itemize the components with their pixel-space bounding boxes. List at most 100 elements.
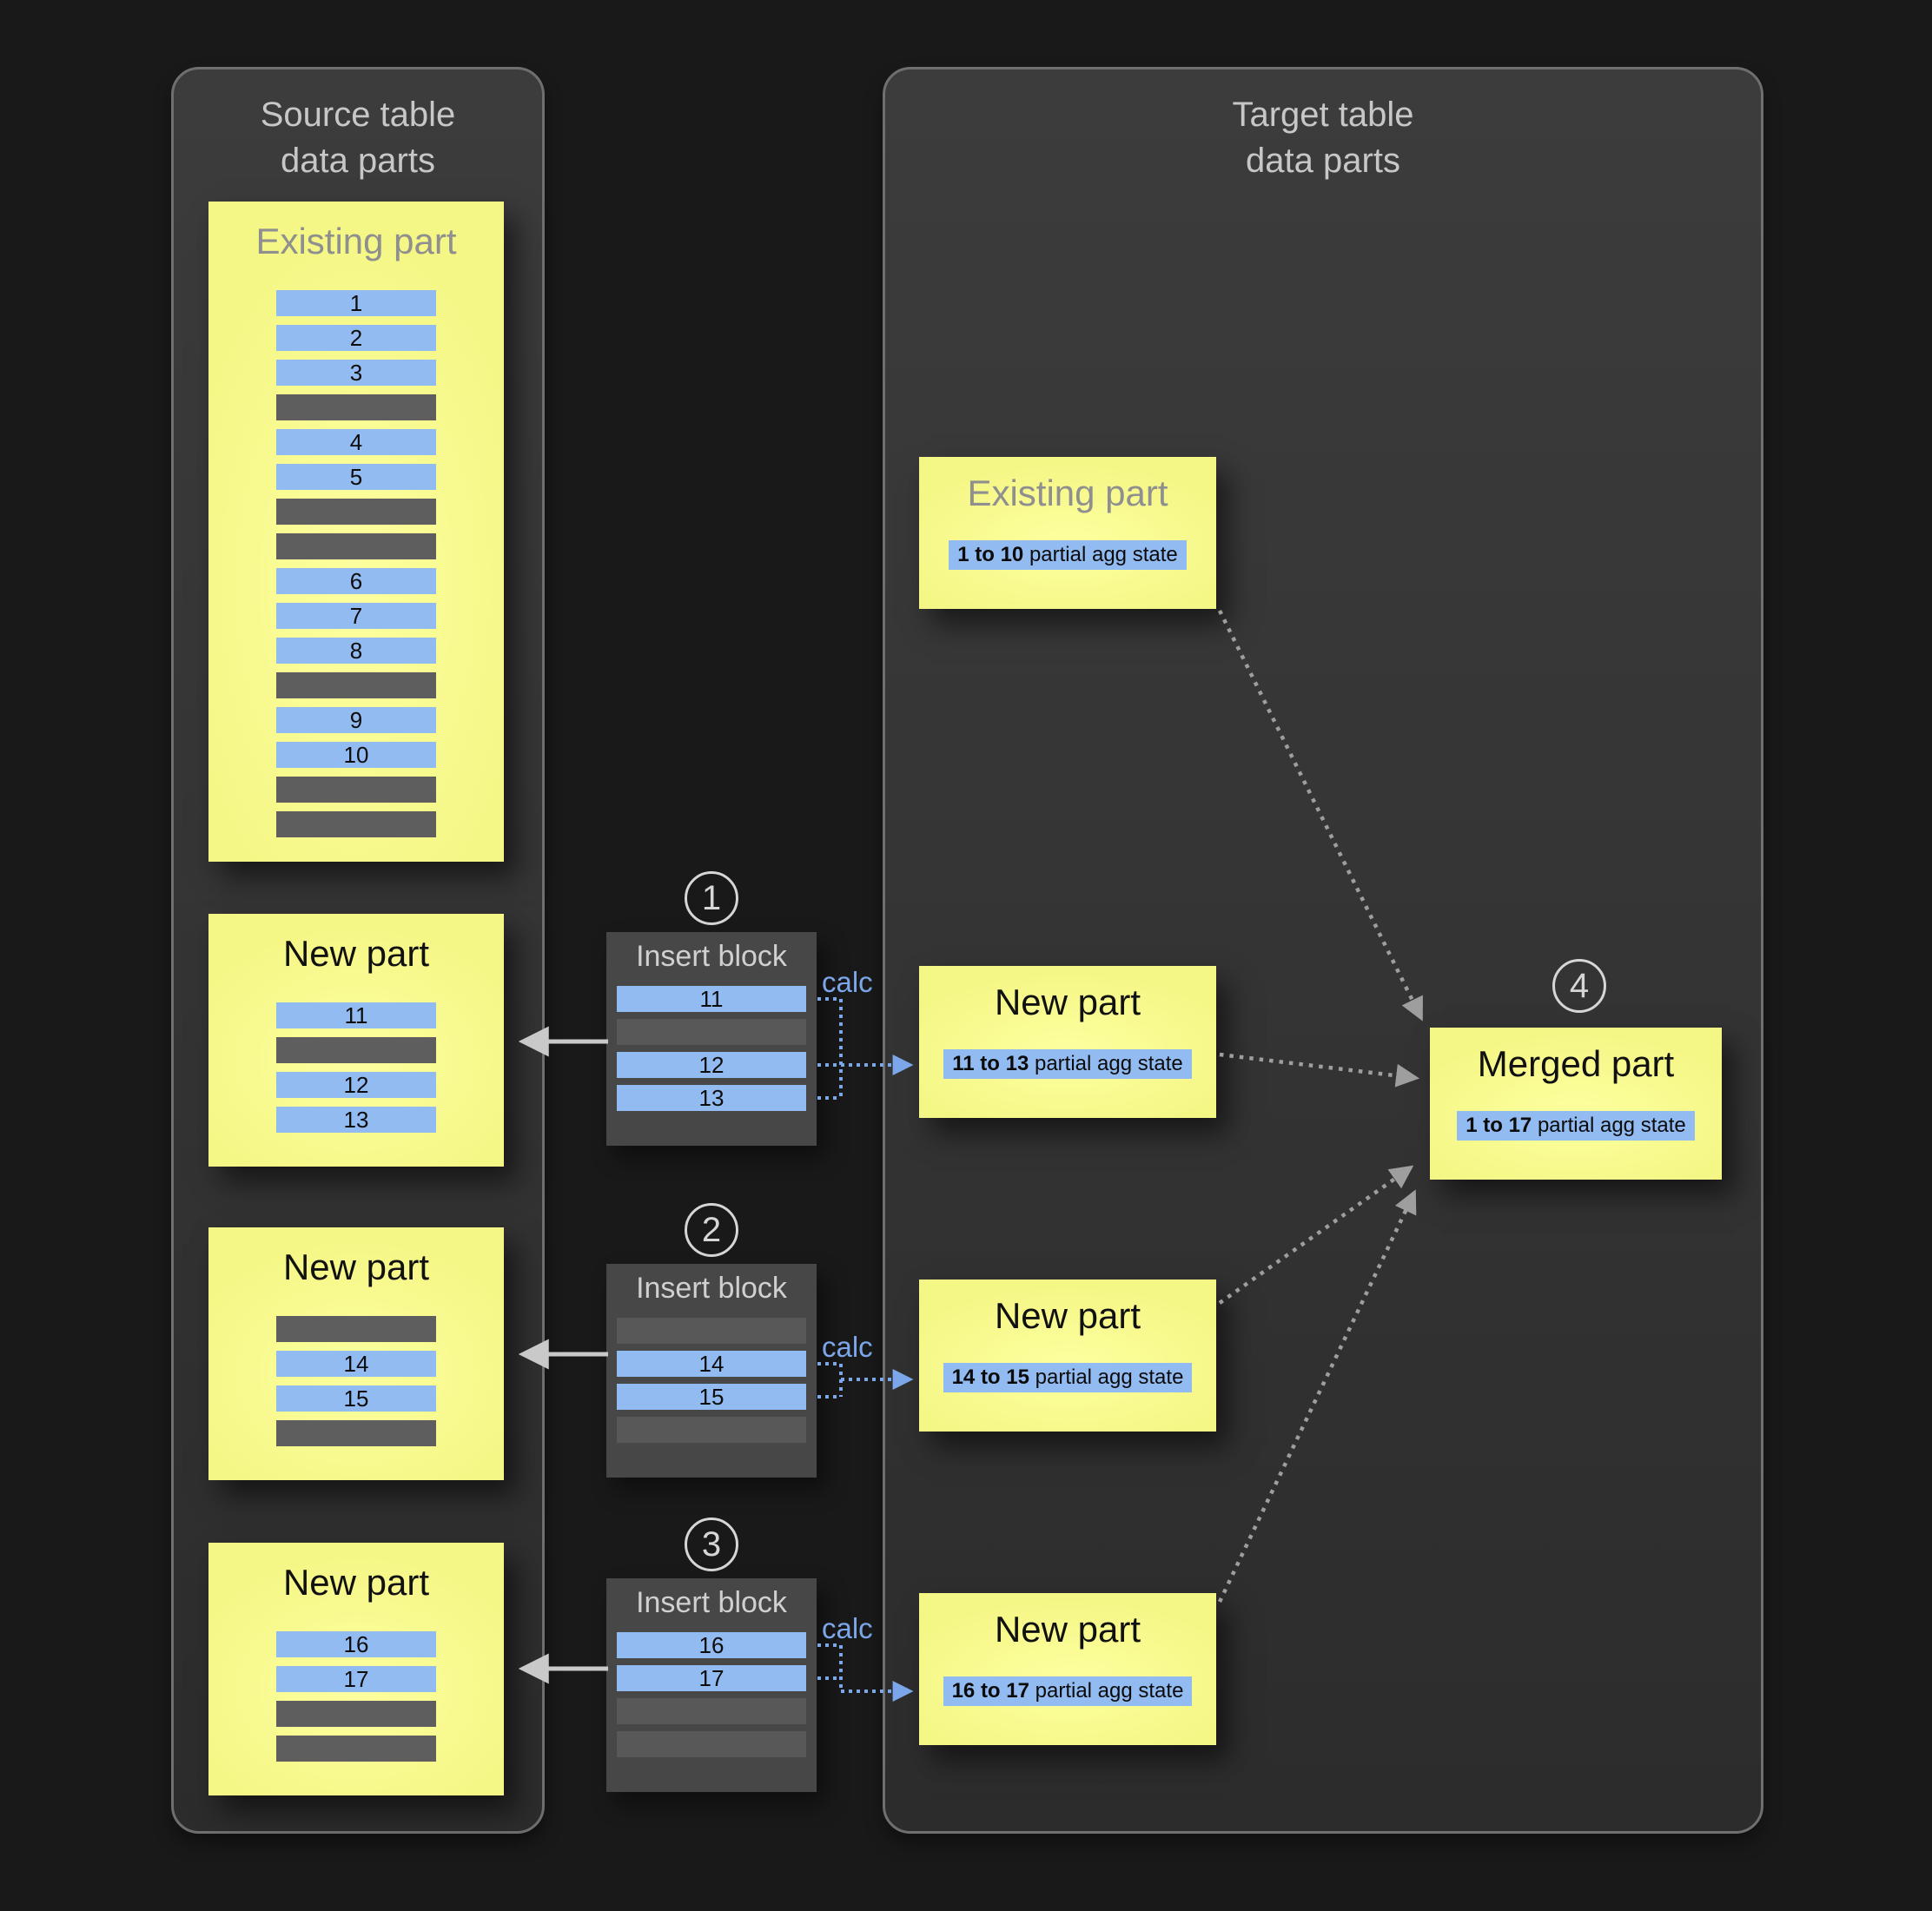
agg-suffix: partial agg state (1023, 543, 1178, 566)
target-panel-title-line2: data parts (1246, 141, 1400, 180)
step-1-badge: 1 (685, 871, 738, 925)
insert-block-2-title: Insert block (636, 1272, 787, 1305)
target-new-part-2: New part 14 to 15 partial agg state (919, 1280, 1216, 1432)
data-row: 9 (276, 707, 436, 733)
source-existing-part-title: Existing part (255, 221, 457, 261)
target-existing-part: Existing part 1 to 10 partial agg state (919, 457, 1216, 609)
target-new-part-3-agg-state: 16 to 17 partial agg state (943, 1676, 1193, 1706)
data-row-unrelated (276, 394, 436, 420)
data-row-unrelated (276, 499, 436, 525)
data-row: 16 (617, 1632, 806, 1658)
target-new-part-1-agg-state: 11 to 13 partial agg state (943, 1049, 1192, 1079)
data-row-unrelated (617, 1019, 806, 1045)
data-row-unrelated (617, 1698, 806, 1724)
target-new-part-2-agg-state: 14 to 15 partial agg state (943, 1363, 1193, 1392)
target-new-part-3-title: New part (994, 1609, 1141, 1650)
insert-block-3-title: Insert block (636, 1586, 787, 1619)
calc-connector-1-bus (817, 997, 843, 1100)
calc-connector-3-bus (817, 1643, 843, 1691)
merged-part: Merged part 1 to 17 partial agg state (1430, 1028, 1722, 1180)
target-new-part-1-title: New part (994, 982, 1141, 1022)
agg-range: 1 to 17 (1466, 1114, 1532, 1137)
data-row: 14 (617, 1351, 806, 1377)
data-row-unrelated (276, 1037, 436, 1063)
data-row: 3 (276, 360, 436, 386)
data-row-unrelated (276, 533, 436, 559)
source-new-part-1-title: New part (282, 933, 430, 974)
data-row: 15 (276, 1385, 436, 1412)
data-row: 17 (276, 1666, 436, 1692)
data-row: 14 (276, 1351, 436, 1377)
target-existing-part-title: Existing part (967, 473, 1168, 513)
data-row: 12 (617, 1052, 806, 1078)
source-new-part-2-title: New part (282, 1246, 430, 1287)
agg-range: 11 to 13 (952, 1052, 1029, 1075)
target-table-panel: Target table data parts (883, 67, 1763, 1834)
data-row: 7 (276, 603, 436, 629)
data-row-unrelated (276, 672, 436, 698)
data-row: 11 (617, 986, 806, 1012)
target-new-part-2-title: New part (994, 1295, 1141, 1336)
step-2-badge: 2 (685, 1203, 738, 1257)
calc-connector-2-bus (817, 1362, 843, 1399)
source-new-part-3-title: New part (282, 1562, 430, 1603)
data-row: 16 (276, 1631, 436, 1657)
step-3-badge: 3 (685, 1518, 738, 1571)
target-panel-title: Target table data parts (885, 92, 1761, 184)
merged-part-title: Merged part (1477, 1043, 1675, 1084)
insert-block-1-title: Insert block (636, 940, 787, 973)
data-row-unrelated (617, 1417, 806, 1443)
target-new-part-3: New part 16 to 17 partial agg state (919, 1593, 1216, 1745)
agg-suffix: partial agg state (1029, 1052, 1183, 1075)
agg-suffix: partial agg state (1029, 1679, 1184, 1703)
data-row: 8 (276, 638, 436, 664)
data-row: 4 (276, 429, 436, 455)
data-row: 5 (276, 464, 436, 490)
data-row-unrelated (276, 811, 436, 837)
data-row: 2 (276, 325, 436, 351)
target-new-part-1: New part 11 to 13 partial agg state (919, 966, 1216, 1118)
data-row-unrelated (617, 1318, 806, 1344)
data-row: 1 (276, 290, 436, 316)
target-existing-part-agg-state: 1 to 10 partial agg state (949, 540, 1187, 570)
merged-part-agg-state: 1 to 17 partial agg state (1457, 1111, 1695, 1141)
agg-suffix: partial agg state (1029, 1365, 1184, 1389)
data-row-unrelated (276, 1736, 436, 1762)
data-row: 17 (617, 1665, 806, 1691)
source-existing-part: Existing part 1 2 3 4 5 6 7 8 9 10 (208, 202, 504, 862)
data-row-unrelated (617, 1731, 806, 1757)
data-row-unrelated (276, 1316, 436, 1342)
data-row: 15 (617, 1384, 806, 1410)
data-row-unrelated (276, 777, 436, 803)
source-existing-part-rows: 1 2 3 4 5 6 7 8 9 10 (276, 290, 436, 837)
agg-suffix: partial agg state (1532, 1114, 1686, 1137)
agg-range: 14 to 15 (951, 1365, 1029, 1389)
calc-label-3: calc (822, 1612, 873, 1644)
calc-label-1: calc (822, 966, 873, 998)
step-4-badge: 4 (1552, 959, 1606, 1013)
data-row: 10 (276, 742, 436, 768)
agg-range: 16 to 17 (951, 1679, 1029, 1703)
source-panel-title-line1: Source table (260, 96, 456, 134)
data-row: 13 (276, 1107, 436, 1133)
source-panel-title: Source table data parts (174, 92, 542, 184)
target-panel-title-line1: Target table (1232, 96, 1414, 134)
agg-range: 1 to 10 (957, 543, 1024, 566)
data-row: 11 (276, 1002, 436, 1028)
data-row-unrelated (276, 1420, 436, 1446)
source-panel-title-line2: data parts (281, 141, 435, 180)
data-row: 6 (276, 568, 436, 594)
